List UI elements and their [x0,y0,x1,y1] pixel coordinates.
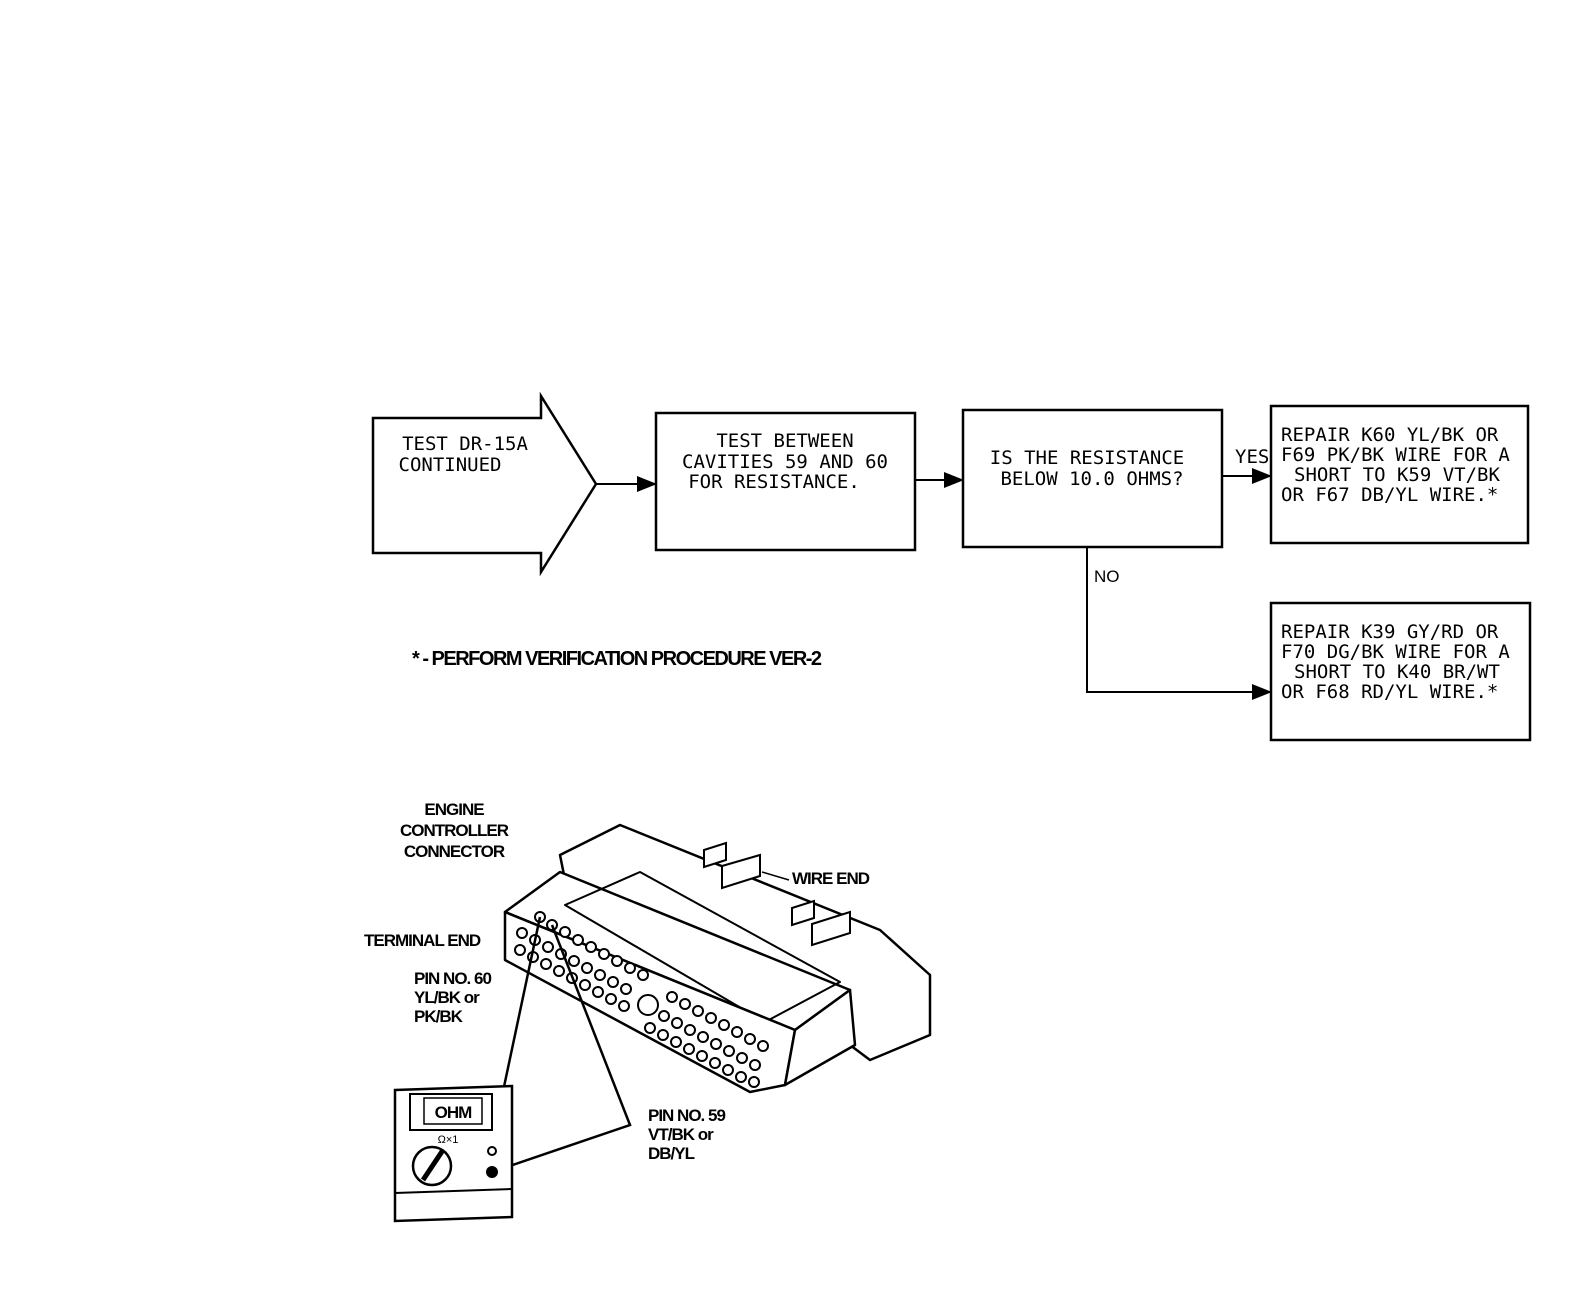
ohmmeter: OHM Ω×1 [393,1084,514,1223]
pin59-line-3: DB/YL [648,1144,695,1163]
decision-line-2: BELOW 10.0 OHMS? [1000,468,1183,490]
meter-jack-common [486,1166,498,1178]
meter-range-label: Ω×1 [438,1134,459,1146]
connector-title-line-2: CONTROLLER [400,821,509,840]
yes-action-line-4: OR F67 DB/YL WIRE.* [1281,484,1498,506]
footnote: * - PERFORM VERIFICATION PROCEDURE VER-2 [412,648,822,670]
no-action-box: REPAIR K39 GY/RD OR F70 DG/BK WIRE FOR A… [1269,601,1532,742]
step1-line-1: TEST BETWEEN [716,430,853,452]
pin59-line-1: PIN NO. 59 [648,1106,725,1125]
no-action-line-4: OR F68 RD/YL WIRE.* [1281,681,1498,703]
no-label: NO [1094,567,1120,586]
yes-action-line-1: REPAIR K60 YL/BK OR [1281,424,1499,446]
meter-jack-positive [487,1146,497,1156]
decision-line-1: IS THE RESISTANCE [990,447,1184,469]
yes-action-line-2: F69 PK/BK WIRE FOR A [1281,444,1510,466]
pin60-line-2: YL/BK or [414,988,480,1007]
step1-line-2: CAVITIES 59 AND 60 [682,451,888,473]
pin-array [514,911,769,1088]
meter-display-text: OHM [435,1103,473,1122]
step1-box: TEST BETWEEN CAVITIES 59 AND 60 FOR RESI… [654,411,917,552]
pin60-line-1: PIN NO. 60 [414,969,491,988]
yes-label: YES [1235,446,1269,468]
start-line-2: CONTINUED [399,454,502,476]
start-node: TEST DR-15A CONTINUED [371,391,598,577]
connector-illustration: ENGINE CONTROLLER CONNECTOR WIRE END TER… [364,800,932,1223]
start-line-1: TEST DR-15A [402,433,528,455]
connector-title-line-3: CONNECTOR [404,842,505,861]
probe-leads [491,916,632,1174]
connector-no [1086,547,1272,700]
no-action-line-1: REPAIR K39 GY/RD OR [1281,621,1499,643]
latch-tabs [703,841,851,947]
terminal-end-label: TERMINAL END [364,931,481,950]
pin60-line-3: PK/BK [414,1007,464,1026]
connector-title-line-1: ENGINE [424,800,484,819]
no-action-line-2: F70 DG/BK WIRE FOR A [1281,641,1510,663]
pin59-line-2: VT/BK or [648,1125,714,1144]
decision-box: IS THE RESISTANCE BELOW 10.0 OHMS? [961,408,1224,549]
wire-end-label: WIRE END [792,869,870,888]
meter-dial-pointer [420,1148,446,1182]
no-action-line-3: SHORT TO K40 BR/WT [1294,661,1500,683]
yes-action-line-3: SHORT TO K59 VT/BK [1294,464,1500,486]
yes-action-box: REPAIR K60 YL/BK OR F69 PK/BK WIRE FOR A… [1269,404,1530,545]
step1-line-3: FOR RESISTANCE. [688,471,860,493]
wire-end-leader [761,871,790,881]
